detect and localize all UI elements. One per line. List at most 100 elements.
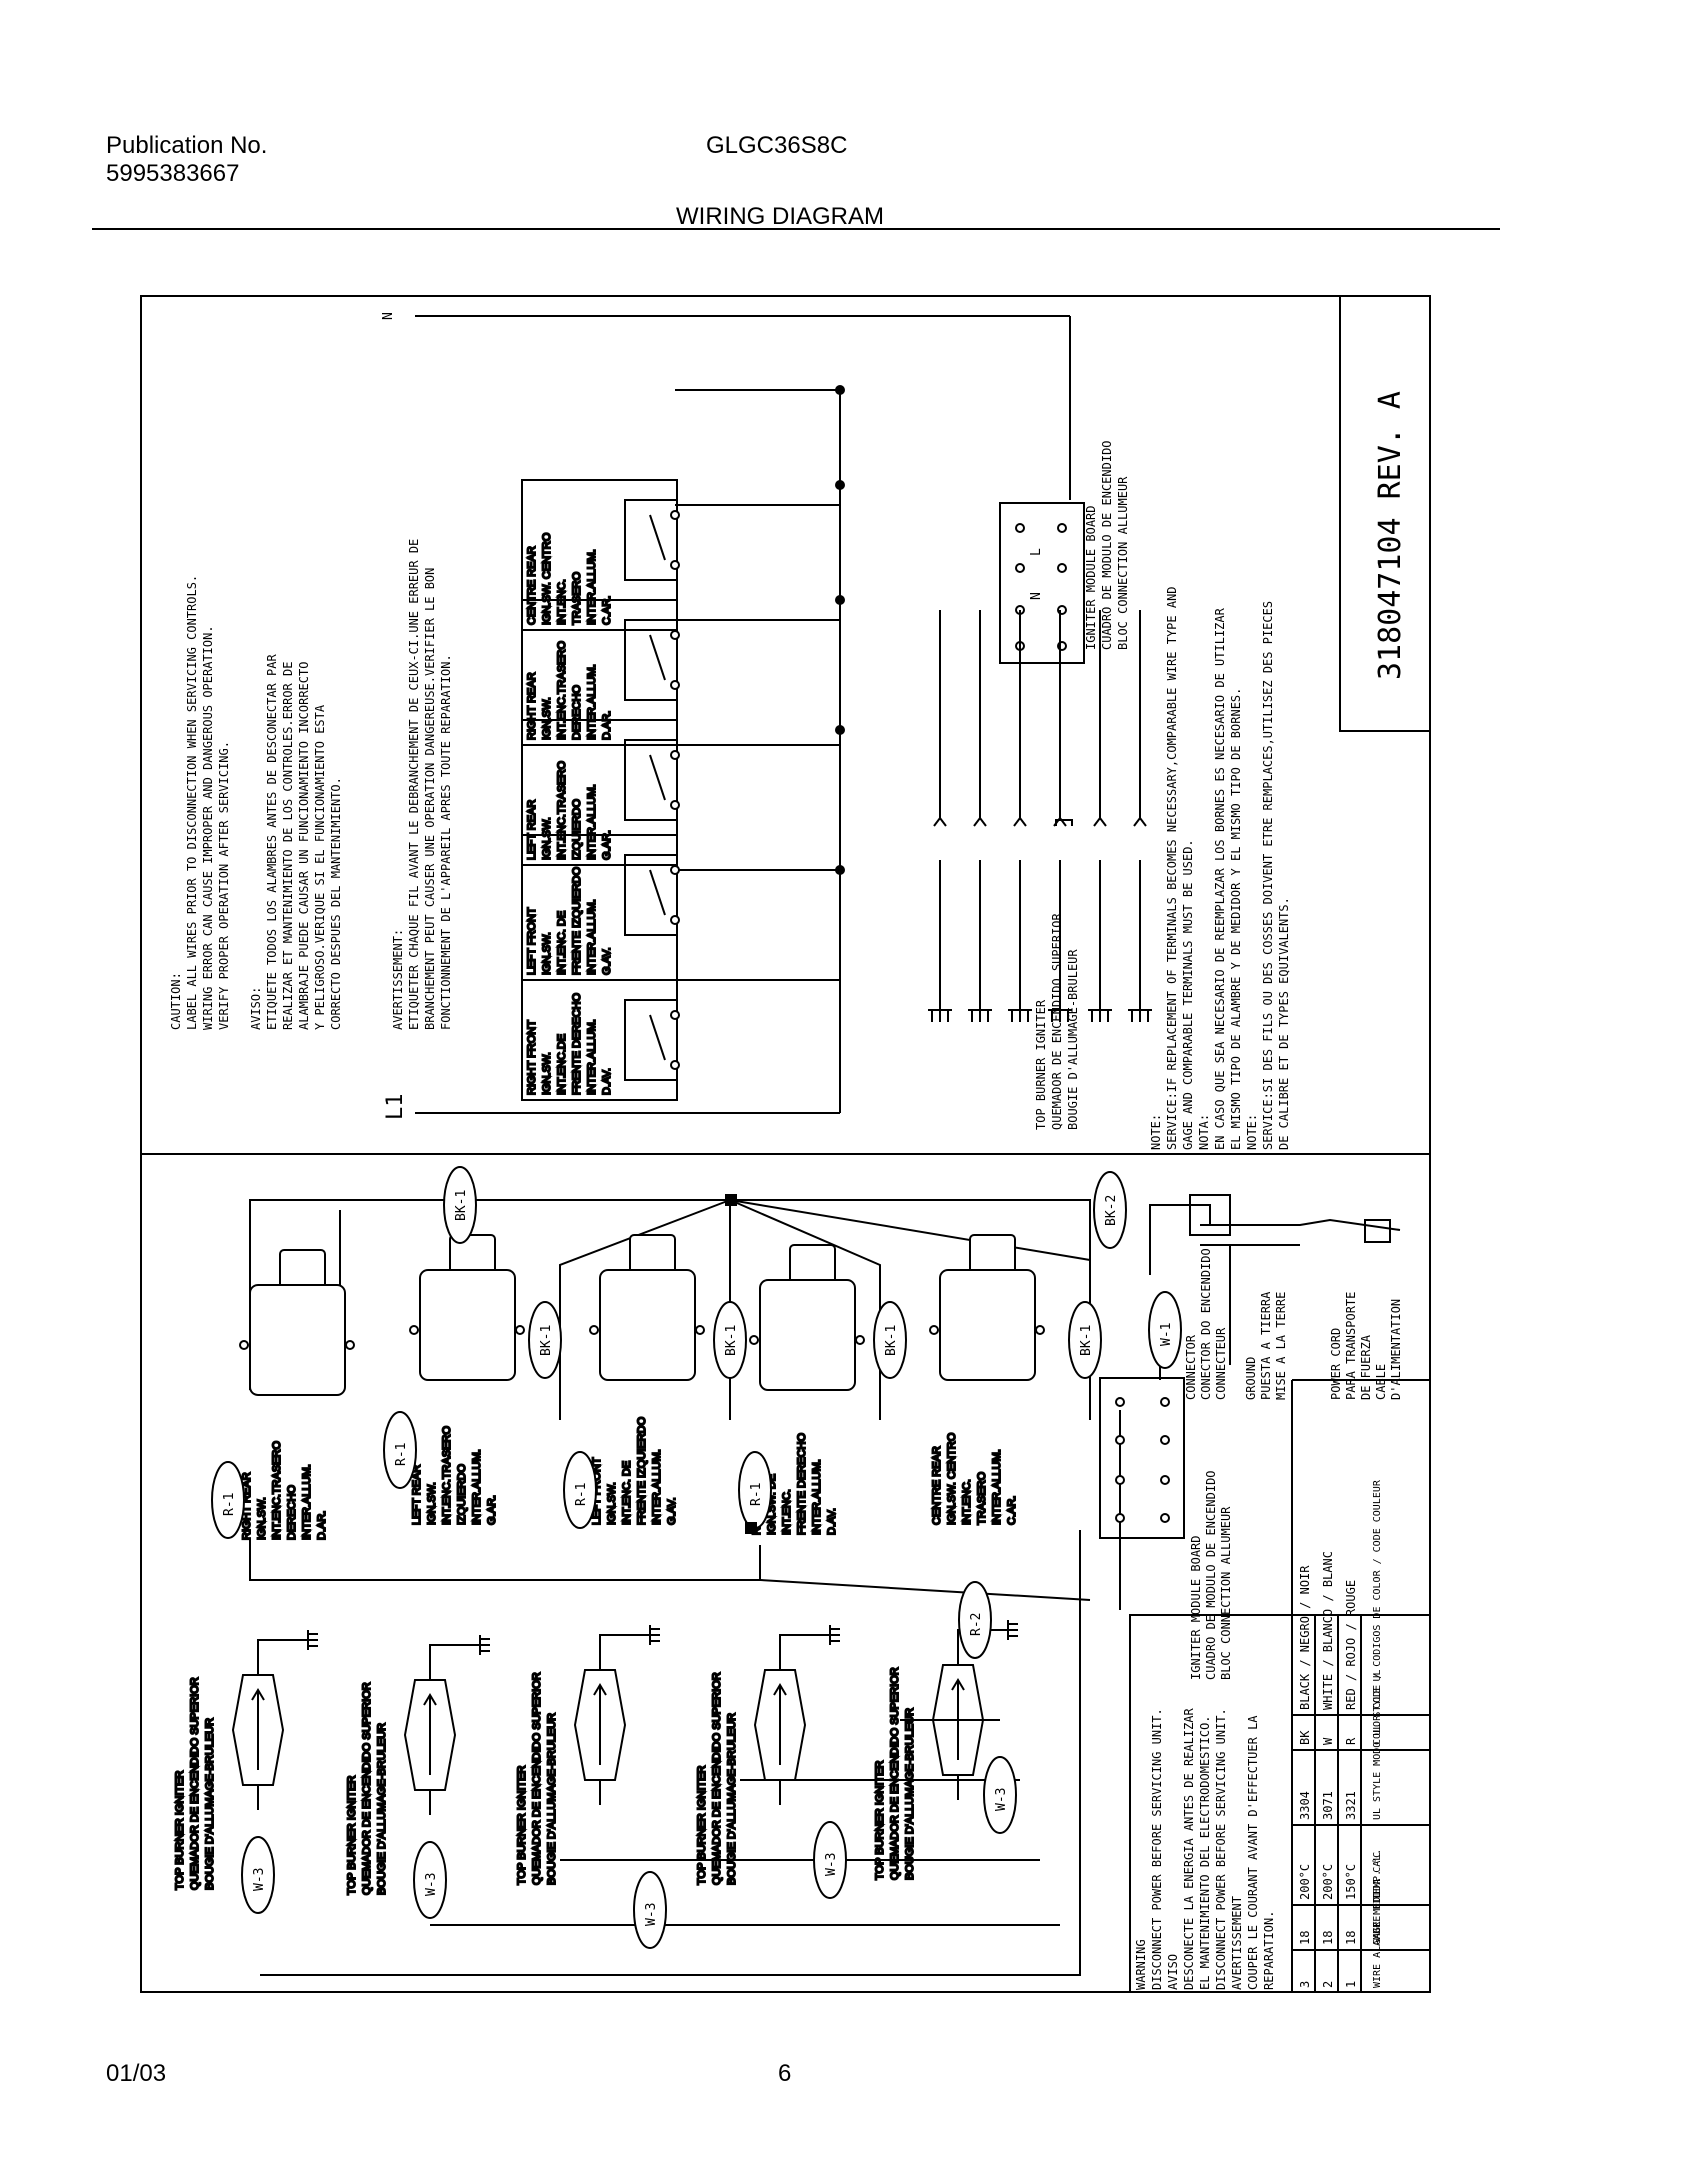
- terminal-n-label: N: [381, 312, 396, 320]
- top-switch-label-line: IZQUIERDO: [571, 798, 583, 860]
- aviso-note-line: CORRECTO DESPUES DEL MANTENIMIENTO.: [329, 777, 343, 1030]
- power-cord-label-line: CABLE: [1374, 1364, 1388, 1400]
- top-igniter-board-label-line: BLOC CONNECTION ALLUMEUR: [1116, 476, 1130, 650]
- bottom-igniter-label-line: QUEMADOR DE ENCENDIDO SUPERIOR: [361, 1682, 373, 1895]
- wire-table-cell: WHITE / BLANCO / BLANC: [1321, 1551, 1335, 1710]
- wire-label: R-1: [563, 1451, 597, 1529]
- bottom-igniter-label-line: BOUGIE D'ALLUMAGE-BRULEUR: [376, 1723, 388, 1895]
- diagram-frame: [140, 295, 1431, 1993]
- service-note-line: EL MISMO TIPO DE ALAMBRE Y DE MEDIDOR Y …: [1229, 688, 1243, 1150]
- caution-note: CAUTION:LABEL ALL WIRES PRIOR TO DISCONN…: [169, 575, 231, 1030]
- terminal-l1-label: L1: [383, 1094, 408, 1121]
- wire-label: W-1: [1148, 1291, 1182, 1369]
- wire-label-text: W-3: [644, 1903, 659, 1926]
- wire-table-cell: 3071: [1321, 1791, 1335, 1820]
- wire-label-text: BK-1: [539, 1325, 554, 1356]
- avertissement-note-line: FONCTIONNEMENT DE L'APPAREIL APRES TOUTE…: [439, 654, 453, 1030]
- wire-table-cell: 1: [1344, 1981, 1358, 1988]
- wire-table-cell: 18: [1321, 1931, 1335, 1945]
- wire-label-text: BK-1: [454, 1190, 469, 1221]
- publication-number: 5995383667: [106, 160, 240, 187]
- top-switch-label-line: D.AV.: [601, 1068, 613, 1095]
- top-switch-label-line: D.AR.: [601, 711, 613, 740]
- bottom-switch-label-line: LEFT REAR: [411, 1465, 423, 1525]
- bottom-igniter-board-label-line: CUADRO DE MODULO DE ENCENDIDO: [1204, 1470, 1218, 1680]
- bottom-igniter-label-line: TOP BURNER IGNITER: [346, 1776, 358, 1895]
- wire-table-header: GAGE MEDIDA CAL.: [1372, 1849, 1383, 1945]
- top-switch-label-line: INTER.ALLUM.: [586, 1019, 598, 1095]
- aviso-note-line: Y PELIGROSO.VERIQUE SI EL FUNCIONAMIENTO…: [313, 704, 327, 1030]
- top-switch-label-line: INT.ENC.TRASERO: [556, 761, 568, 860]
- top-switch-label-line: IGN.SW.: [541, 932, 553, 975]
- top-burner-igniter-label-line: QUEMADOR DE ENCENDIDO SUPERIOR: [1050, 912, 1064, 1130]
- top-switch-label-line: CENTRE REAR: [526, 546, 538, 625]
- warning-note-line: REPARATION.: [1262, 1911, 1276, 1990]
- model-number: GLGC36S8C: [706, 132, 848, 159]
- caution-note-line: CAUTION:: [169, 972, 183, 1030]
- wire-table-cell: 2: [1321, 1981, 1335, 1988]
- top-switch-label-line: FRENTE DERECHO: [571, 992, 583, 1095]
- warning-note-line: DISCONNECT POWER BEFORE SERVICING UNIT.: [1150, 1708, 1164, 1990]
- warning-note-line: COUPER LE COURANT AVANT D'EFFECTUER LA: [1246, 1715, 1260, 1990]
- page-number: 6: [778, 2060, 792, 2087]
- service-note-line: GAGE AND COMPARABLE TERMINALS MUST BE US…: [1181, 839, 1195, 1150]
- wire-label: BK-1: [713, 1301, 747, 1379]
- wire-label: BK-2: [1093, 1171, 1127, 1249]
- wire-table-cell: 3: [1298, 1981, 1312, 1988]
- bottom-switch-label-line: IGN.SW.: [426, 1482, 438, 1525]
- aviso-note-line: ETIQUETE TODOS LOS ALAMBRES ANTES DE DES…: [265, 654, 279, 1030]
- wire-table-cell: 200°C: [1298, 1864, 1312, 1900]
- ground-label-line: MISE A LA TERRE: [1274, 1292, 1288, 1400]
- wire-label-text: W-1: [1159, 1323, 1174, 1346]
- page-title: WIRING DIAGRAM: [676, 203, 884, 230]
- top-switch-label-line: LEFT FRONT: [526, 907, 538, 975]
- wire-label-text: W-3: [424, 1873, 439, 1896]
- top-switch-label-line: IGN.SW.: [541, 697, 553, 740]
- top-switch-label-line: FRENTE IZQUIERDO: [571, 866, 583, 975]
- top-switch-label-line: IGN.SW. CENTRO: [541, 532, 553, 625]
- bottom-switch-label-line: CENTRE REAR: [931, 1446, 943, 1525]
- wire-table-header: COLOR CODE / CODIGOS DE COLOR / CODE COU…: [1372, 1479, 1383, 1745]
- aviso-note-line: ALAMBRAJE PUEDE CAUSAR UN FUNCIONAMIENTO…: [297, 662, 311, 1030]
- bottom-switch-label-line: INTER.ALLUM.: [991, 1449, 1003, 1525]
- bottom-switch-label-line: IZQUIERDO: [456, 1463, 468, 1525]
- top-switch-label-line: DERECHO: [571, 685, 583, 740]
- bottom-switch-label-line: IGN.SW. CENTRO: [946, 1432, 958, 1525]
- wire-label-text: R-1: [749, 1483, 764, 1506]
- wire-table-header: WIRE ALAMBRE FIL: [1372, 1892, 1383, 1988]
- bottom-igniter-label-line: BOUGIE D'ALLUMAGE-BRULEUR: [204, 1718, 216, 1890]
- bottom-igniter-label-line: QUEMADOR DE ENCENDIDO SUPERIOR: [711, 1672, 723, 1885]
- wire-label-text: BK-1: [724, 1325, 739, 1356]
- service-note-line: DE CALIBRE ET DE TYPES EQUIVALENTS.: [1277, 897, 1291, 1150]
- power-plug: [1364, 1219, 1391, 1243]
- publication-label: Publication No.: [106, 132, 268, 159]
- top-switch-label-line: C.AR.: [601, 596, 613, 625]
- service-note-line: NOTA:: [1197, 1114, 1211, 1150]
- wire-label-text: R-1: [574, 1483, 589, 1506]
- wire-label-text: BK-2: [1104, 1195, 1119, 1226]
- top-switch-label-line: TRASERO: [571, 571, 583, 625]
- top-switch-label-line: INT.ENC.DE: [556, 1034, 568, 1095]
- wire-label: W-3: [813, 1821, 847, 1899]
- wire-table-cell: 3321: [1344, 1791, 1358, 1820]
- warning-note-line: EL MANTENIMIENTO DEL ELECTRODOMESTICO.: [1198, 1715, 1212, 1990]
- service-note: NOTE:SERVICE:IF REPLACEMENT OF TERMINALS…: [1149, 586, 1291, 1150]
- footer-date: 01/03: [106, 2060, 167, 2087]
